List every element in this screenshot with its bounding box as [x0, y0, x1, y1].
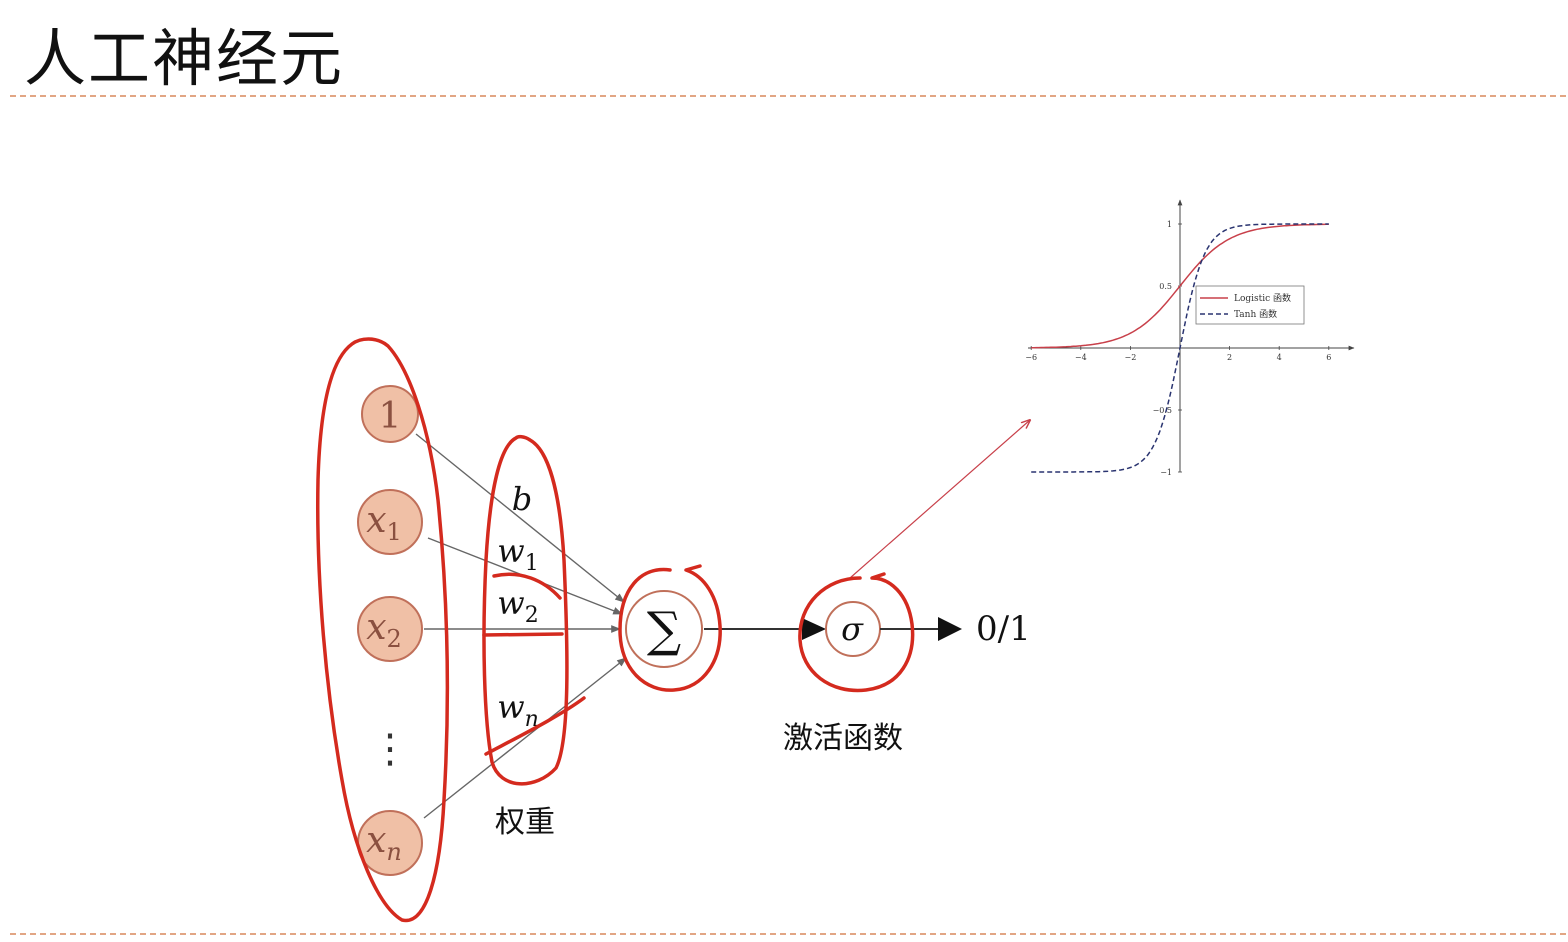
legend-box — [1195, 285, 1305, 325]
logistic-line — [1031, 223, 1329, 349]
output-label: 0/1 — [976, 609, 1031, 649]
x-tick-label: −6 — [1025, 353, 1037, 362]
sum-node — [625, 590, 703, 668]
arrow-xn — [423, 657, 627, 819]
legend-label-tanh: Tanh 函数 — [1234, 308, 1277, 320]
x-tick-label: 4 — [1277, 353, 1282, 362]
input-label-1: 1 — [379, 396, 402, 437]
input-label-x1: x1 — [366, 500, 402, 546]
legend-label-logistic: Logistic 函数 — [1234, 292, 1291, 304]
weight-label-wn: wn — [497, 688, 539, 732]
y-tick-label: −1 — [1160, 468, 1172, 477]
page-title: 人工神经元 — [24, 22, 345, 95]
chart-x-ticks: −6 −4 −2 2 4 6 — [1025, 346, 1331, 362]
activation-chart: −6 −4 −2 2 4 6 1 0.5 −0.5 −1 Logistic 函数 Tanh 函数 — [1025, 199, 1355, 477]
x-tick-label: 6 — [1326, 353, 1331, 362]
y-tick-label: 1 — [1167, 220, 1172, 229]
activation-caption: 激活函数 — [783, 721, 903, 756]
input-nodes — [357, 385, 423, 876]
handwritten-annotations — [316, 337, 915, 923]
arrowhead-output — [938, 617, 962, 641]
activation-symbol: σ — [841, 610, 864, 648]
y-tick-label: 0.5 — [1159, 282, 1172, 291]
chart-legend: Logistic 函数 Tanh 函数 — [1195, 285, 1305, 325]
weight-label-b: b — [512, 480, 532, 518]
weight-label-w2: w2 — [497, 584, 538, 628]
arrow-to-chart — [849, 420, 1030, 579]
annotation-input-loop — [316, 337, 450, 923]
input-dots: ⋮ — [370, 726, 410, 772]
annotation-w1-underline — [492, 572, 562, 600]
weight-labels: b w1 w2 wn — [497, 480, 539, 732]
tanh-line — [1031, 223, 1329, 473]
x-tick-label: 2 — [1227, 353, 1232, 362]
annotation-sum-loop — [618, 564, 722, 692]
sum-symbol: ∑ — [647, 602, 681, 658]
annotation-wn-slash — [484, 696, 586, 756]
x-tick-label: −4 — [1075, 353, 1087, 362]
annotation-weights-loop — [482, 434, 569, 786]
annotation-w2-underline — [482, 632, 564, 637]
annotation-activation-loop — [798, 572, 915, 693]
weights-caption: 权重 — [495, 805, 555, 840]
x-tick-label: −2 — [1125, 353, 1137, 362]
weight-label-w1: w1 — [497, 532, 538, 576]
input-label-x2: x2 — [366, 607, 402, 653]
input-node — [357, 596, 423, 662]
input-node — [361, 385, 419, 443]
input-node — [357, 489, 423, 555]
input-labels: 1 x1 x2 xn — [366, 396, 402, 866]
input-label-xn: xn — [366, 820, 402, 866]
y-tick-label: −0.5 — [1153, 406, 1172, 415]
chart-y-ticks: 1 0.5 −0.5 −1 — [1153, 220, 1182, 477]
arrow-bias — [415, 433, 625, 603]
arrowhead-activation — [802, 618, 826, 640]
